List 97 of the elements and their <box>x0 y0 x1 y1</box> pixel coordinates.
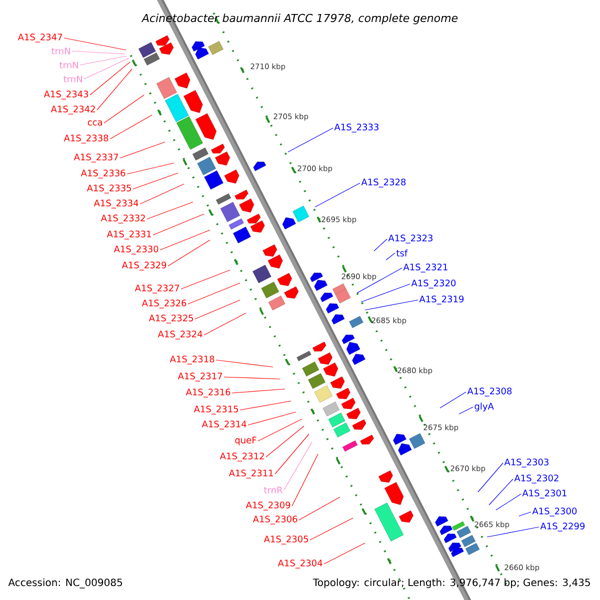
gene-label: tsf <box>396 250 408 256</box>
leader-line <box>188 282 240 304</box>
leader-line <box>458 406 474 414</box>
gene-label: queF <box>235 436 256 446</box>
gene-label: A1S_2338 <box>64 134 108 144</box>
leader-line <box>298 496 340 520</box>
gene-label: trnR <box>264 486 283 494</box>
title: Acinetobacter baumannii ATCC 17978, complete genome <box>141 14 458 24</box>
leader-line <box>440 392 466 408</box>
gene-label: A1S_2304 <box>278 560 322 568</box>
gene-label: glyA <box>474 402 494 412</box>
gene-label: A1S_2327 <box>134 284 180 294</box>
gene-label: A1S_2314 <box>202 420 246 430</box>
gene-label: A1S_2347 <box>18 34 62 42</box>
gene-label: A1S_2331 <box>106 230 151 240</box>
gene-label: A1S_2299 <box>540 522 585 532</box>
leader-line <box>160 230 210 250</box>
gene-label: A1S_2323 <box>388 234 432 244</box>
gene-label: A1S_2342 <box>50 106 95 114</box>
leader-line <box>488 478 514 506</box>
leader-line <box>140 184 184 204</box>
leader-line <box>248 412 296 426</box>
gene-label: A1S_2332 <box>100 214 145 224</box>
leader-line <box>104 94 144 124</box>
gene-label: A1S_2337 <box>74 154 118 162</box>
leader-line <box>110 114 152 140</box>
leader-line <box>314 182 360 208</box>
gene-label: A1S_2333 <box>334 124 378 132</box>
leader-line <box>496 494 522 510</box>
gene-label: A1S_2336 <box>80 170 126 178</box>
leader-line <box>356 268 402 294</box>
leader-line <box>216 360 274 368</box>
gene-label: A1S_2330 <box>114 246 158 254</box>
leader-line <box>84 58 130 80</box>
leader-line <box>284 442 312 490</box>
gene-label: A1S_2343 <box>44 90 88 100</box>
leader-line <box>274 434 310 474</box>
gene-label: A1S_2305 <box>264 536 308 544</box>
leader-line <box>266 426 304 458</box>
gene-label: A1S_2319 <box>419 296 464 304</box>
leader-line <box>120 142 166 158</box>
footer-text: Topology: circular; Length: 3,976,747 bp; Genes: 3,435 <box>312 578 590 588</box>
leader-line <box>364 300 418 310</box>
gene-label: trnN <box>64 76 82 82</box>
gene-label: A1S_2312 <box>220 452 264 462</box>
leader-line <box>310 518 354 540</box>
leader-line <box>486 526 540 538</box>
leader-line <box>96 68 132 110</box>
leader-line <box>478 462 504 492</box>
gene-label: A1S_2318 <box>170 356 214 364</box>
gene-label: A1S_2328 <box>361 178 406 188</box>
leader-line <box>90 62 130 96</box>
leader-line <box>64 38 126 50</box>
leader-line <box>374 238 388 252</box>
leader-line <box>258 418 302 442</box>
leader-line <box>360 284 410 302</box>
gene-label: A1S_2320 <box>411 280 456 288</box>
gene-label: trnN <box>52 48 70 54</box>
gene-label: A1S_2329 <box>122 262 166 270</box>
gene-label: A1S_2306 <box>252 516 298 524</box>
leader-line <box>224 376 280 380</box>
gene-label: trnN <box>60 62 78 68</box>
gene-label: A1S_2316 <box>186 388 230 398</box>
gene-label: A1S_2300 <box>532 508 577 516</box>
footer-text: Accession: NC_009085 <box>8 578 122 588</box>
leader-line <box>126 162 174 174</box>
leader-line <box>132 172 178 190</box>
leader-line <box>194 300 240 320</box>
gene-label: A1S_2335 <box>86 184 131 194</box>
gene-label: A1S_2325 <box>148 314 193 324</box>
leader-line <box>292 454 318 506</box>
gene-label: cca <box>88 120 102 126</box>
gene-label: A1S_2324 <box>158 330 202 340</box>
leader-line <box>152 214 204 236</box>
gene-label: A1S_2317 <box>178 372 222 382</box>
leader-line <box>72 50 126 54</box>
leader-line <box>80 56 128 66</box>
leader-line <box>240 400 292 410</box>
gene-label: A1S_2308 <box>467 388 512 396</box>
gene-label: A1S_2303 <box>504 458 548 468</box>
leader-line <box>204 312 246 336</box>
gene-label: A1S_2309 <box>246 502 290 510</box>
gene-label: A1S_2326 <box>142 300 186 308</box>
gene-label: A1S_2302 <box>514 474 558 484</box>
gene-label: A1S_2301 <box>522 490 566 498</box>
leader-line <box>232 388 286 394</box>
gene-label: A1S_2311 <box>228 470 273 478</box>
gene-label: A1S_2315 <box>194 406 238 414</box>
leader-line <box>288 128 334 152</box>
leader-line <box>386 252 396 260</box>
leader-line <box>146 202 194 220</box>
leader-line <box>324 542 366 564</box>
gene-label: A1S_2334 <box>94 200 138 208</box>
leader-line <box>518 512 532 516</box>
leader-line <box>180 270 230 290</box>
leader-line <box>168 240 210 266</box>
gene-label: A1S_2321 <box>403 264 448 272</box>
